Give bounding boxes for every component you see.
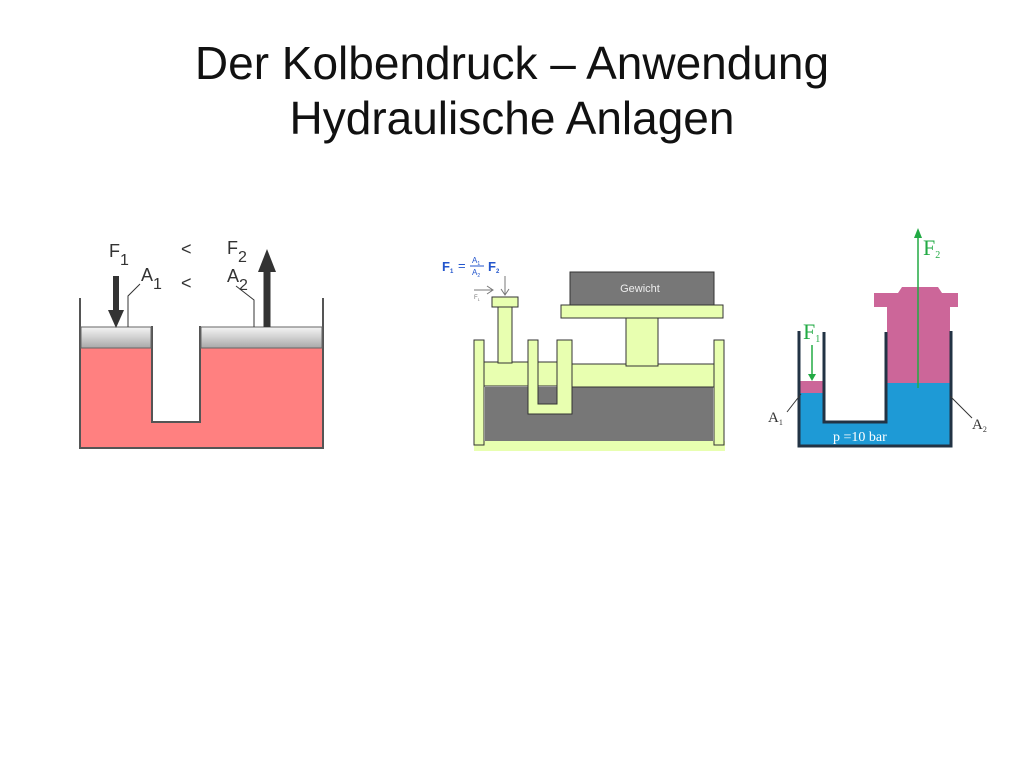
- svg-text:F1: F1: [803, 319, 820, 345]
- svg-text:F2: F2: [227, 238, 247, 266]
- svg-text:A2: A2: [972, 417, 987, 434]
- less-than-forces: <: [181, 239, 192, 259]
- force-arrow-up-icon: [258, 249, 276, 327]
- fluid-body: [80, 348, 323, 448]
- right-wall: [713, 339, 725, 446]
- container-walls: [79, 298, 324, 449]
- a2-letter: A: [972, 417, 983, 433]
- hydraulic-fluid: [485, 387, 713, 441]
- f2-letter: F: [923, 235, 935, 260]
- press-platform: [560, 304, 724, 319]
- f1-subscript: 1: [120, 252, 129, 269]
- arrow-label-letter: F: [474, 295, 478, 301]
- fluid-body: [800, 383, 950, 445]
- svg-text:F2: F2: [488, 259, 500, 275]
- f1-letter: F: [803, 319, 815, 344]
- formula-f2-letter: F: [488, 259, 496, 274]
- formula-f2-sub: 2: [496, 269, 500, 275]
- svg-text:F1: F1: [474, 295, 481, 302]
- small-piston-handle: [491, 296, 519, 308]
- f2-letter: F: [227, 238, 238, 258]
- pressure-label: p =10 bar: [833, 430, 887, 445]
- slide-title: Der Kolbendruck – Anwendung Hydraulische…: [0, 36, 1024, 146]
- left-wall: [473, 339, 485, 446]
- title-line-1: Der Kolbendruck – Anwendung: [194, 37, 830, 89]
- diagram-1-hydraulic-principle: F1 F2 < A1 A2 <: [79, 238, 324, 449]
- u-tube: [527, 339, 573, 415]
- force-arrow-f1-icon: [808, 345, 816, 381]
- formula-den-sub: 2: [477, 273, 480, 279]
- formula-f1-letter: F: [442, 259, 450, 274]
- a2-subscript: 2: [983, 425, 987, 434]
- f1-letter: F: [109, 241, 120, 261]
- f1-subscript: 1: [815, 334, 820, 345]
- large-piston: [874, 287, 958, 383]
- svg-text:A2: A2: [472, 268, 480, 279]
- formula-num-letter: A: [472, 256, 478, 265]
- a1-letter: A: [768, 410, 779, 426]
- small-piston: [800, 381, 823, 393]
- svg-text:F1: F1: [442, 259, 454, 275]
- a1-leader-line: [786, 393, 802, 413]
- a1-leader-line: [127, 283, 141, 327]
- arrow-label-sub: 1: [478, 297, 481, 302]
- small-piston-rod: [497, 304, 513, 364]
- formula-den-letter: A: [472, 268, 478, 277]
- a2-letter: A: [227, 266, 239, 286]
- force-arrow-right-icon: [474, 285, 494, 295]
- force-arrow-down-icon: [500, 276, 510, 296]
- yellow-base: [474, 441, 725, 451]
- diagram-3-hydraulic-lift: F1 F2 A1 A2 p =10 bar: [768, 228, 987, 448]
- a1-subscript: 1: [153, 276, 162, 293]
- svg-text:A2: A2: [227, 266, 248, 294]
- a1-letter: A: [141, 265, 153, 285]
- formula-num-sub: 1: [477, 261, 480, 267]
- svg-text:F2: F2: [923, 235, 940, 261]
- f2-subscript: 2: [238, 249, 247, 266]
- title-line-2: Hydraulische Anlagen: [289, 92, 735, 144]
- a2-leader-line: [949, 395, 973, 419]
- diagram-2-hydraulic-press: Gewicht F1 = A1 A2 F2 F1: [442, 256, 725, 451]
- less-than-areas: <: [181, 273, 192, 293]
- formula-f1-sub: 1: [450, 269, 454, 275]
- svg-text:A1: A1: [472, 256, 480, 267]
- svg-text:A1: A1: [141, 265, 162, 293]
- a2-subscript: 2: [239, 277, 248, 294]
- svg-text:F1: F1: [109, 241, 129, 269]
- svg-text:A1: A1: [768, 410, 783, 427]
- small-piston: [80, 326, 152, 349]
- a1-subscript: 1: [779, 418, 783, 427]
- container-walls: [797, 331, 953, 448]
- formula: F1 = A1 A2 F2: [442, 256, 500, 279]
- large-piston: [200, 326, 323, 349]
- large-piston-stem: [625, 317, 659, 367]
- f2-subscript: 2: [935, 250, 940, 261]
- a2-leader-line: [235, 285, 255, 327]
- weight-label: Gewicht: [620, 283, 660, 295]
- weight-block: [569, 271, 715, 306]
- force-arrow-f2-icon: [914, 228, 922, 388]
- force-arrow-down-icon: [108, 276, 124, 328]
- large-piston-plate: [571, 363, 715, 388]
- formula-equals: =: [458, 258, 466, 273]
